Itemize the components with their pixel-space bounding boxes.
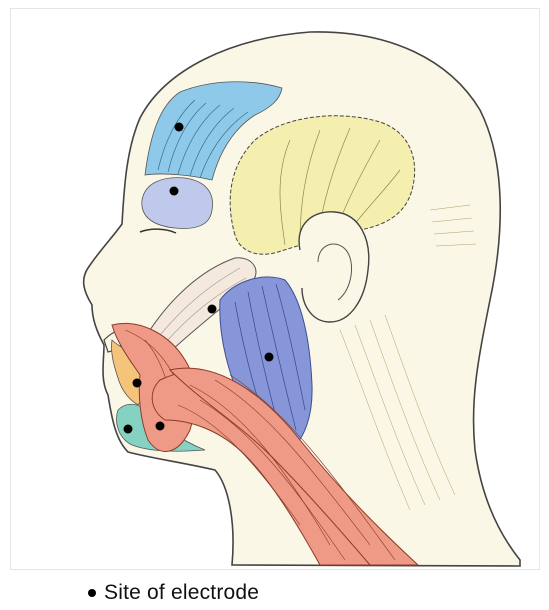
electrode-frontalis [175,123,184,132]
electrode-masseter [265,353,274,362]
electrode-orbicularis-oris [133,379,142,388]
electrode-depressor [156,422,165,431]
black-dot-icon [88,589,96,597]
electrode-mentalis [124,425,133,434]
electrode-orbicularis-oculi [170,187,179,196]
electrode-zygomaticus [208,305,217,314]
legend-label: Site of electrode [104,581,259,605]
legend: Site of electrode [88,580,259,606]
orbicularis-oculi-muscle [142,178,213,229]
